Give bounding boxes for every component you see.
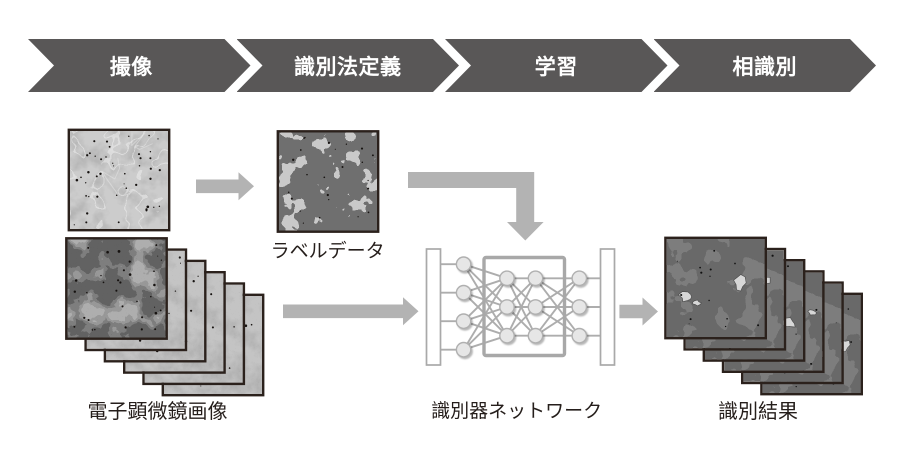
- network-hidden-box: [482, 255, 567, 358]
- network-hidden-node: [527, 270, 544, 287]
- banner-step-3: 学習: [445, 39, 668, 92]
- network-output-node: [571, 327, 588, 344]
- network-input-node: [455, 341, 472, 358]
- arrow-stack-to-network-icon: [283, 297, 419, 326]
- label-data-caption: ラベルデータ: [270, 241, 385, 262]
- network-output-node: [571, 270, 588, 287]
- network-input-node: [455, 256, 472, 273]
- network-hidden-node: [499, 327, 515, 344]
- label-data-group: [276, 130, 380, 233]
- results-stack-caption: 識別結果: [718, 401, 798, 423]
- network-input-bar: [425, 248, 442, 366]
- network-input-node: [455, 284, 472, 301]
- banner-step-label: 相識別: [732, 55, 797, 79]
- elbow-arrow-label-to-network-icon: [408, 172, 544, 241]
- network-diagram: [425, 248, 616, 366]
- banner-step-label: 識別法定義: [294, 55, 402, 79]
- banner-step-label: 撮像: [109, 55, 153, 79]
- micrograph-group: [67, 128, 171, 232]
- network-output-bar: [599, 248, 616, 366]
- results-stack: [664, 236, 863, 396]
- micrograph-stack-caption: 電子顕微鏡画像: [87, 401, 228, 423]
- network-hidden-node: [499, 299, 515, 315]
- network-hidden-node: [499, 270, 515, 287]
- arrow-micrograph-to-label-icon: [196, 172, 254, 201]
- banner-step-label: 学習: [534, 55, 578, 79]
- results-stack-layer: [664, 236, 767, 340]
- network-output-node: [571, 299, 588, 315]
- banner-step-1: 撮像: [28, 39, 251, 92]
- micrograph-stack: [65, 237, 265, 397]
- network-hidden-node: [527, 299, 544, 315]
- banner-step-4: 相識別: [653, 39, 876, 92]
- label-data-image: [276, 130, 380, 233]
- micrograph-stack-layer: [65, 237, 168, 340]
- network-hidden-node: [527, 327, 544, 344]
- micrograph-image: [67, 128, 171, 232]
- network-input-node: [455, 313, 472, 330]
- banner-step-2: 識別法定義: [236, 39, 459, 92]
- network-caption: 識別器ネットワーク: [431, 401, 603, 422]
- arrow-network-to-results-icon: [619, 297, 658, 326]
